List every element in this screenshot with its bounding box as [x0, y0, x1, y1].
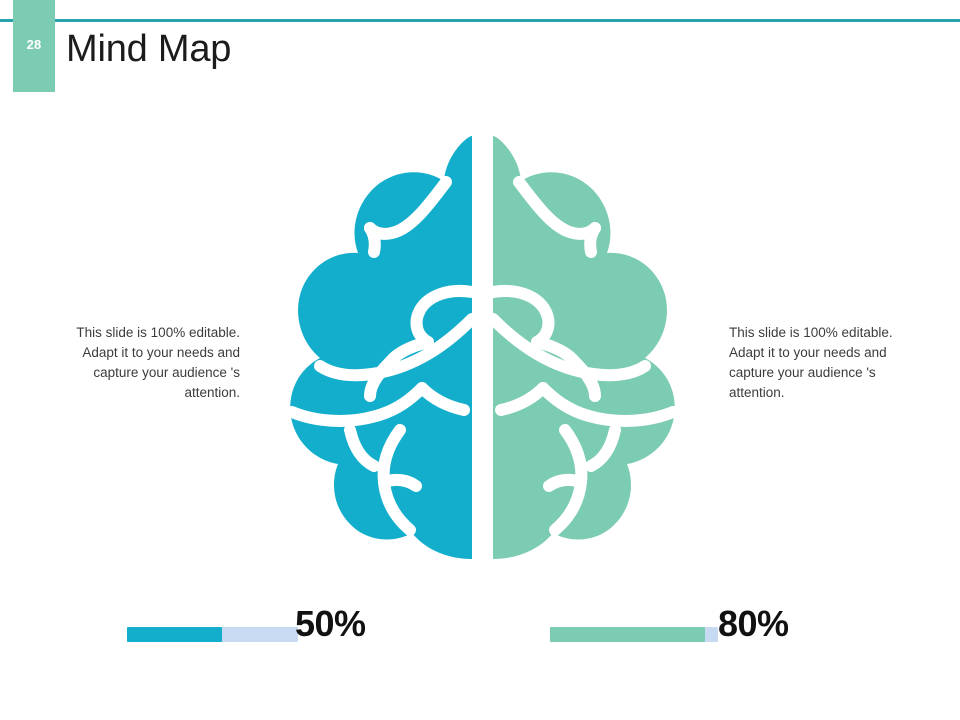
description-right: This slide is 100% editable. Adapt it to…	[729, 325, 893, 400]
progress-fill-left	[127, 627, 222, 642]
description-left: This slide is 100% editable. Adapt it to…	[76, 325, 240, 400]
brain-icon	[250, 130, 715, 565]
stat-left: 50%	[127, 603, 407, 653]
slide-number: 28	[26, 37, 42, 52]
brain-center-gap	[472, 130, 493, 565]
stat-value-right: 80%	[718, 603, 789, 644]
brain-right-hemisphere	[487, 136, 679, 559]
slide-number-block	[13, 0, 55, 92]
page-title: Mind Map	[66, 28, 232, 70]
header-divider-rule	[0, 19, 960, 22]
brain-left-hemisphere	[286, 136, 478, 559]
progress-fill-right	[550, 627, 705, 642]
stat-right: 80%	[550, 603, 830, 653]
progress-track-right	[550, 627, 718, 642]
progress-track-left	[127, 627, 298, 642]
stat-value-left: 50%	[295, 603, 366, 644]
